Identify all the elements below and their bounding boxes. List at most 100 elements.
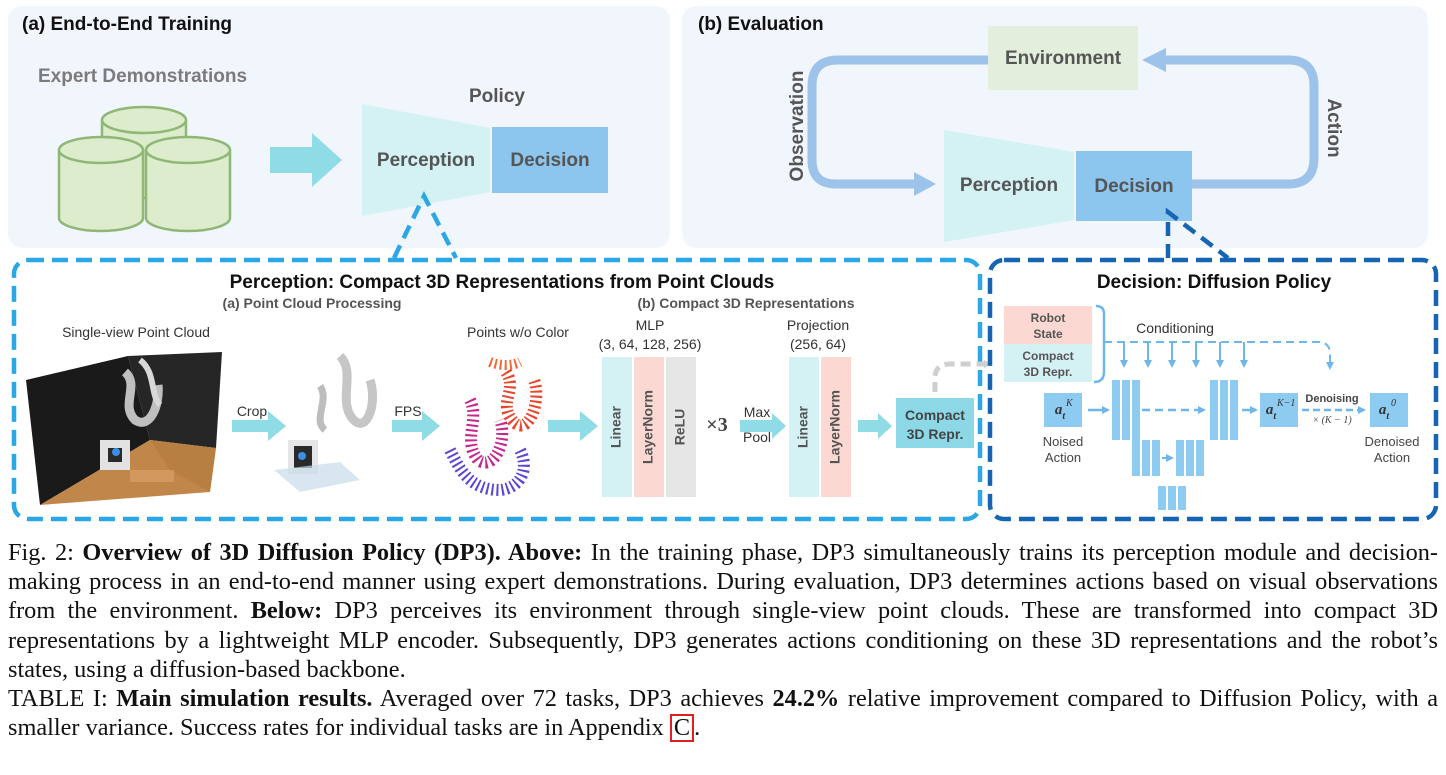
conditioning-arrows (1120, 342, 1248, 368)
below-label: Below: (250, 597, 323, 625)
point-cloud-processing-subtitle: (a) Point Cloud Processing (223, 295, 402, 311)
action-label: Action (1323, 98, 1344, 157)
denoising-times-label: × (K − 1) (1312, 415, 1352, 426)
robot-state-line2: State (1033, 327, 1063, 341)
noised-action-block (1044, 393, 1082, 427)
denoised-action-block (1370, 393, 1408, 427)
decision-zoom-connector (1165, 207, 1230, 260)
projection-layernorm-label: LayerNorm (827, 390, 843, 464)
intermediate-action-superscript: K−1 (1276, 398, 1295, 409)
perception-panel-border (11, 257, 983, 522)
evaluation-title: (b) Evaluation (698, 14, 824, 35)
fps-arrow (392, 411, 440, 441)
conditioning-line (1104, 341, 1334, 370)
mlp-relu-layer (666, 357, 696, 497)
table-title: Main simulation results. (116, 685, 373, 713)
max-pool-arrow (740, 413, 786, 439)
unet-backbone (1112, 380, 1238, 510)
decision-panel-border (987, 257, 1439, 522)
compact-repr-output-block (896, 398, 974, 448)
policy-label: Policy (469, 86, 525, 107)
conditioning-bracket (1093, 304, 1106, 384)
evaluation-perception-label: Perception (960, 175, 1058, 196)
encoder-input-arrow (548, 411, 598, 441)
expert-demonstrations-label: Expert Demonstrations (38, 66, 247, 87)
compact-repr-condition-block (1004, 344, 1092, 382)
intermediate-action-symbol: at (1266, 402, 1278, 422)
perception-panel-title: Perception: Compact 3D Representations f… (230, 272, 775, 293)
max-pool-label-max: Max (744, 404, 770, 420)
evaluation-decision-label: Decision (1094, 176, 1173, 197)
above-label: Above: (507, 539, 583, 566)
mlp-linear-layer (602, 357, 632, 497)
observation-arrowhead (914, 172, 936, 196)
table-text-1: Averaged over 72 tasks, DP3 achieves (372, 685, 773, 713)
robot-state-block (1004, 306, 1092, 344)
table-label: TABLE I: (8, 685, 117, 713)
noised-action-superscript: K (1065, 398, 1074, 409)
projection-linear-label: Linear (795, 405, 811, 448)
colored-point-cloud-image (444, 357, 543, 497)
decision-panel-title: Decision: Diffusion Policy (1097, 272, 1332, 293)
mlp-label: MLP (636, 317, 665, 333)
compact-repr-condition-line2: 3D Repr. (1024, 365, 1073, 379)
training-title: (a) End-to-End Training (22, 14, 232, 35)
crop-label: Crop (237, 403, 268, 419)
points-wo-color-label: Points w/o Color (467, 324, 569, 340)
table-value: 24.2% (772, 685, 840, 713)
single-view-point-cloud-image (26, 352, 222, 505)
denoised-label-1: Denoised (1365, 434, 1420, 449)
evaluation-decision-block (1076, 151, 1192, 221)
mlp-relu-label: ReLU (672, 409, 688, 446)
robot-state-line1: Robot (1031, 311, 1066, 325)
mlp-layernorm-label: LayerNorm (640, 390, 656, 464)
cropped-point-cloud-image (274, 352, 378, 492)
training-arrow (270, 133, 342, 187)
compact-repr-condition-line1: Compact (1022, 349, 1073, 363)
intermediate-action-block (1260, 393, 1298, 427)
mlp-layernorm-layer (634, 357, 664, 497)
evaluation-perception-block (944, 130, 1074, 242)
noised-action-symbol: at (1055, 402, 1067, 422)
dp3-overview-figure: (a) End-to-End Training Expert Demonstra… (8, 6, 1439, 522)
fig-title: Overview of 3D Diffusion Policy (DP3). (82, 539, 508, 566)
caption-text-2: DP3 perceives its environment through si… (8, 597, 1438, 683)
decision-detail-panel: Decision: Diffusion Policy Robot State C… (987, 257, 1439, 522)
database-icon (57, 105, 232, 233)
fig-label: Fig. 2: (8, 539, 83, 566)
projection-linear-layer (789, 357, 819, 497)
training-decision-block (492, 127, 608, 193)
denoised-action-symbol: at (1379, 402, 1391, 422)
max-pool-label-pool: Pool (743, 429, 771, 445)
projection-dims-label: (256, 64) (790, 336, 846, 352)
training-perception-label: Perception (377, 150, 475, 171)
observation-label: Observation (787, 71, 808, 182)
figure-caption: Fig. 2: Overview of 3D Diffusion Policy … (8, 538, 1438, 743)
fps-label: FPS (394, 403, 421, 419)
table-text-2: relative improvement compared to Diffusi… (8, 685, 1438, 742)
table-end: . (694, 714, 701, 742)
action-arrowhead (1142, 48, 1166, 72)
training-decision-label: Decision (510, 150, 589, 171)
compact-repr-output-line1: Compact (905, 407, 965, 423)
projection-output-arrow (858, 413, 892, 439)
appendix-link[interactable]: C (669, 714, 695, 743)
denoising-label: Denoising (1305, 393, 1358, 405)
noised-label-2: Action (1045, 450, 1081, 465)
conditioning-label: Conditioning (1136, 320, 1214, 336)
observation-loop-arrow (807, 55, 988, 189)
environment-block (988, 26, 1138, 90)
single-view-label: Single-view Point Cloud (62, 324, 210, 340)
mlp-dims-label: (3, 64, 128, 256) (599, 336, 702, 352)
training-perception-block (362, 104, 490, 216)
perception-zoom-connector (391, 190, 458, 260)
denoised-action-superscript: 0 (1391, 398, 1396, 409)
projection-label: Projection (787, 317, 849, 333)
compact-representations-subtitle: (b) Compact 3D Representations (637, 295, 854, 311)
crop-arrow (232, 411, 286, 441)
times-three-label: ×3 (706, 414, 727, 436)
denoised-label-2: Action (1374, 450, 1410, 465)
training-panel: (a) End-to-End Training Expert Demonstra… (8, 6, 670, 248)
mlp-linear-label: Linear (608, 405, 624, 448)
to-decision-dashed-arrow (932, 360, 992, 392)
